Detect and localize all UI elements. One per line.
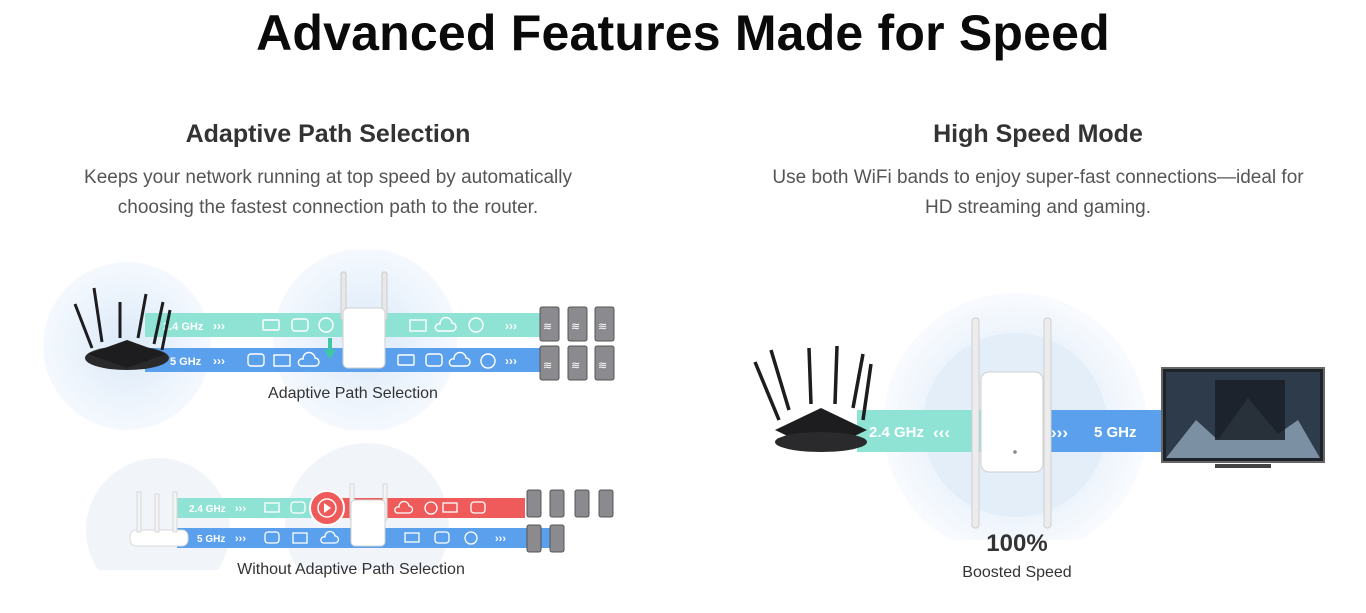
chevrons-right-icon: ››› bbox=[1051, 423, 1068, 442]
high-speed-diagram: 2.4 GHz ‹‹‹ ››› 5 GHz bbox=[753, 293, 1325, 540]
chevrons-right-icon: ››› bbox=[495, 533, 506, 545]
extender-icon bbox=[971, 317, 1052, 529]
play-icon bbox=[464, 531, 478, 545]
phone-icon bbox=[526, 524, 542, 553]
wifi-icon: ≋ bbox=[598, 321, 607, 333]
chevrons-right-icon: ››› bbox=[213, 354, 225, 368]
chevrons-right-icon: ››› bbox=[213, 319, 225, 333]
phone-icon bbox=[549, 489, 565, 518]
without-adaptive-path-diagram: 2.4 GHz 5 GHz ››› ››› ››› bbox=[86, 443, 614, 570]
band-5ghz-label: 5 GHz bbox=[197, 534, 225, 545]
high-speed-heading: High Speed Mode bbox=[933, 120, 1143, 148]
monitor-icon bbox=[397, 354, 415, 366]
boosted-speed-caption: Boosted Speed bbox=[962, 564, 1072, 581]
phone-icon bbox=[539, 306, 560, 342]
gamepad-icon bbox=[434, 531, 450, 544]
chevrons-right-icon: ››› bbox=[505, 319, 517, 333]
phone-icon bbox=[539, 345, 560, 381]
wifi-icon: ≋ bbox=[571, 321, 580, 333]
gamepad-icon bbox=[247, 353, 265, 367]
high-speed-description: Use both WiFi bands to enjoy super-fast … bbox=[720, 163, 1356, 223]
wifi-icon: ≋ bbox=[598, 360, 607, 372]
monitor-icon bbox=[264, 502, 280, 513]
phone-icon bbox=[574, 489, 590, 518]
router-icon bbox=[73, 287, 172, 370]
cloud-icon bbox=[320, 530, 340, 544]
play-triangle-icon bbox=[324, 503, 331, 513]
monitor-icon bbox=[262, 319, 280, 331]
router-white-icon bbox=[129, 491, 189, 547]
band-5ghz-label: 5 GHz bbox=[170, 356, 202, 368]
phone-icon bbox=[567, 306, 588, 342]
high-speed-description-line2: HD streaming and gaming. bbox=[925, 197, 1151, 218]
gamepad-icon bbox=[470, 501, 486, 514]
mail-icon bbox=[292, 532, 308, 544]
monitor-icon bbox=[404, 532, 420, 543]
band-5ghz bbox=[1045, 410, 1165, 452]
cloud-icon bbox=[297, 351, 320, 367]
adaptive-path-diagram: 2.4 GHz 5 GHz ››› ››› ››› ››› bbox=[43, 250, 615, 430]
extender-icon bbox=[340, 271, 388, 369]
play-icon bbox=[317, 498, 337, 518]
play-icon bbox=[468, 317, 484, 333]
wifi-icon: ≋ bbox=[571, 360, 580, 372]
gamepad-icon bbox=[291, 318, 309, 332]
band-5ghz-label: 5 GHz bbox=[1094, 424, 1137, 441]
cloud-icon bbox=[448, 351, 471, 367]
switch-arrowhead-icon bbox=[324, 350, 336, 359]
band-24ghz bbox=[857, 410, 985, 452]
phone-icon bbox=[594, 306, 615, 342]
mail-icon bbox=[273, 354, 291, 367]
play-icon bbox=[424, 501, 438, 515]
band-24ghz-label: 2.4 GHz bbox=[189, 504, 226, 515]
band-24ghz-label: 2.4 GHz bbox=[869, 424, 924, 441]
mail-icon bbox=[409, 319, 427, 332]
extender-icon bbox=[349, 483, 388, 547]
without-adaptive-path-caption: Without Adaptive Path Selection bbox=[237, 561, 465, 578]
monitor-icon bbox=[442, 502, 458, 513]
page-title: Advanced Features Made for Speed bbox=[256, 5, 1110, 61]
chevrons-right-icon: ››› bbox=[235, 503, 246, 515]
phone-icon bbox=[526, 489, 542, 518]
adaptive-path-heading: Adaptive Path Selection bbox=[185, 120, 471, 148]
band-24ghz-label: 2.4 GHz bbox=[163, 321, 204, 333]
phone-icon bbox=[598, 489, 614, 518]
gamepad-icon bbox=[290, 501, 306, 514]
wifi-icon: ≋ bbox=[543, 321, 552, 333]
cloud-icon bbox=[394, 500, 414, 514]
phone-icon bbox=[594, 345, 615, 381]
adaptive-path-description: Keeps your network running at top speed … bbox=[30, 163, 626, 223]
wifi-icon: ≋ bbox=[543, 360, 552, 372]
chevrons-right-icon: ››› bbox=[505, 354, 517, 368]
gamepad-icon bbox=[264, 531, 280, 544]
router-icon bbox=[753, 345, 873, 452]
chevrons-right-icon: ››› bbox=[235, 533, 246, 545]
tv-icon bbox=[1161, 367, 1325, 468]
phone-icon bbox=[549, 524, 565, 553]
phone-icon bbox=[567, 345, 588, 381]
chevrons-left-icon: ‹‹‹ bbox=[933, 423, 950, 442]
play-icon bbox=[480, 353, 496, 369]
high-speed-description-line1: Use both WiFi bands to enjoy super-fast … bbox=[772, 167, 1304, 188]
gamepad-icon bbox=[425, 353, 443, 367]
adaptive-path-description-line2: choosing the fastest connection path to … bbox=[117, 197, 539, 218]
cloud-icon bbox=[434, 316, 457, 332]
play-icon bbox=[318, 317, 334, 333]
adaptive-path-caption: Adaptive Path Selection bbox=[268, 385, 438, 402]
boosted-speed-percent: 100% bbox=[986, 530, 1048, 557]
adaptive-path-description-line1: Keeps your network running at top speed … bbox=[84, 167, 572, 188]
phone-group bbox=[539, 306, 615, 381]
